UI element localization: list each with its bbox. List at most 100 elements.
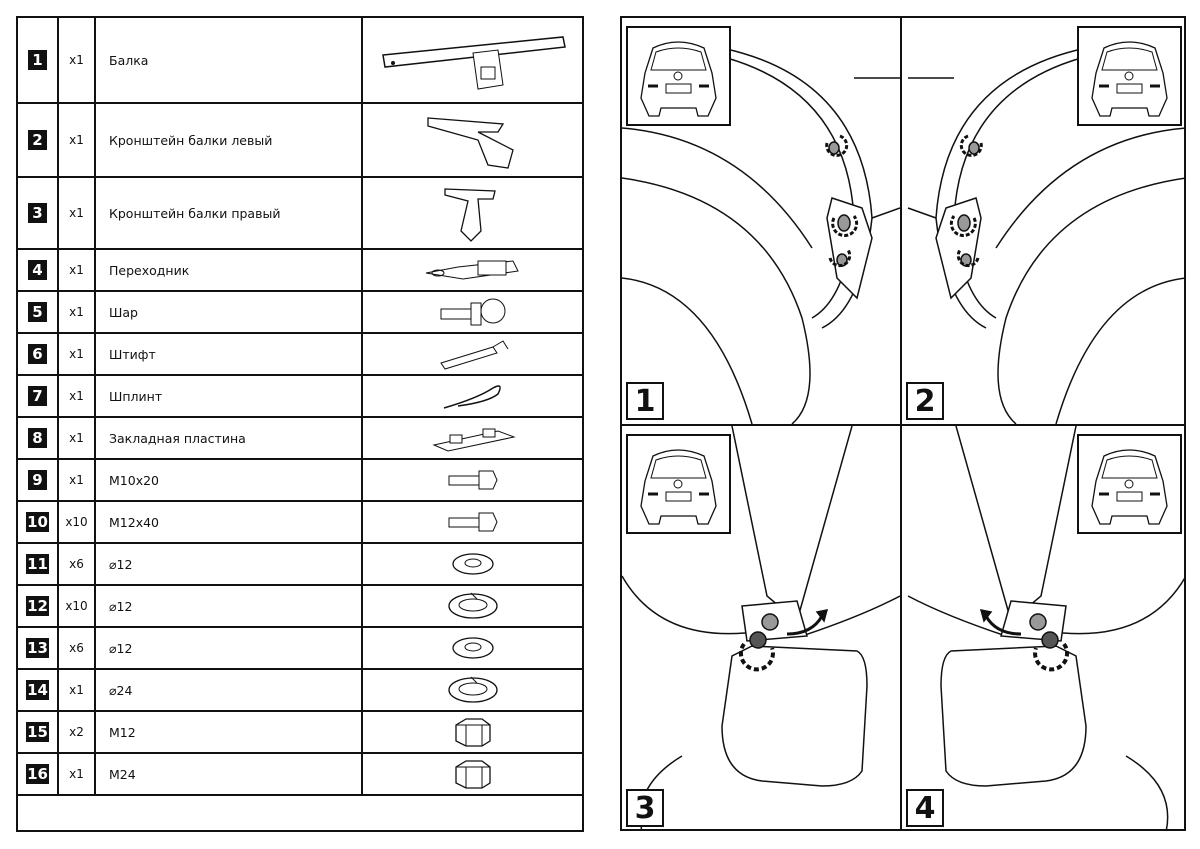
part-name: Шар	[96, 292, 363, 332]
part-name: M10x20	[96, 460, 363, 500]
part-number: 1	[28, 50, 47, 70]
part-number-cell: 8	[18, 418, 59, 458]
pin-icon	[363, 334, 582, 374]
part-quantity: x10	[59, 586, 96, 626]
washer-icon	[363, 544, 582, 584]
part-name: ⌀24	[96, 670, 363, 710]
part-number-cell: 1	[18, 18, 59, 102]
part-quantity: x1	[59, 460, 96, 500]
spring-washer-icon	[363, 586, 582, 626]
part-row: 15 x2 M12	[18, 712, 582, 754]
tow-ball-icon	[363, 292, 582, 332]
parts-table: 1 x1 Балка 2 x1 Кронштейн балки левый 3 …	[16, 16, 584, 832]
step-panel-2: 2	[902, 18, 1186, 424]
part-number-cell: 5	[18, 292, 59, 332]
part-name: ⌀12	[96, 586, 363, 626]
part-number-cell: 6	[18, 334, 59, 374]
part-row: 2 x1 Кронштейн балки левый	[18, 104, 582, 178]
part-number: 6	[28, 344, 47, 364]
part-number-cell: 16	[18, 754, 59, 794]
right-bracket-icon	[363, 178, 582, 248]
part-name: M12	[96, 712, 363, 752]
adapter-icon	[363, 250, 582, 290]
part-quantity: x1	[59, 250, 96, 290]
part-number: 14	[26, 680, 49, 700]
part-number-cell: 15	[18, 712, 59, 752]
part-number-cell: 2	[18, 104, 59, 176]
part-quantity: x2	[59, 712, 96, 752]
part-row: 16 x1 M24	[18, 754, 582, 796]
car-rear-view-inset	[626, 434, 731, 534]
car-rear-view-inset	[1077, 26, 1182, 126]
step-number: 1	[626, 382, 664, 420]
part-name: M12x40	[96, 502, 363, 542]
step-panel-1: 1	[622, 18, 900, 424]
part-number: 7	[28, 386, 47, 406]
cotter-pin-icon	[363, 376, 582, 416]
part-row: 11 x6 ⌀12	[18, 544, 582, 586]
plate-icon	[363, 418, 582, 458]
tow-beam-icon	[363, 18, 582, 102]
part-row: 4 x1 Переходник	[18, 250, 582, 292]
part-number-cell: 7	[18, 376, 59, 416]
nut-icon	[363, 712, 582, 752]
part-quantity: x1	[59, 754, 96, 794]
part-number: 2	[28, 130, 47, 150]
part-name: Штифт	[96, 334, 363, 374]
part-quantity: x6	[59, 628, 96, 668]
part-number: 9	[28, 470, 47, 490]
part-number: 4	[28, 260, 47, 280]
part-quantity: x1	[59, 334, 96, 374]
part-name: ⌀12	[96, 628, 363, 668]
part-quantity: x1	[59, 670, 96, 710]
part-quantity: x1	[59, 104, 96, 176]
part-number: 12	[26, 596, 49, 616]
part-number-cell: 12	[18, 586, 59, 626]
nut-icon	[363, 754, 582, 794]
part-number: 3	[28, 203, 47, 223]
part-name: Кронштейн балки левый	[96, 104, 363, 176]
part-number: 16	[26, 764, 49, 784]
part-number: 5	[28, 302, 47, 322]
part-name: Кронштейн балки правый	[96, 178, 363, 248]
part-number-cell: 4	[18, 250, 59, 290]
part-number: 8	[28, 428, 47, 448]
part-quantity: x6	[59, 544, 96, 584]
part-name: M24	[96, 754, 363, 794]
part-row: 6 x1 Штифт	[18, 334, 582, 376]
part-quantity: x1	[59, 18, 96, 102]
part-row: 7 x1 Шплинт	[18, 376, 582, 418]
part-number-cell: 3	[18, 178, 59, 248]
car-rear-view-inset	[1077, 434, 1182, 534]
part-name: Закладная пластина	[96, 418, 363, 458]
part-name: ⌀12	[96, 544, 363, 584]
washer-icon	[363, 628, 582, 668]
bolt-icon	[363, 502, 582, 542]
part-row: 10 x10 M12x40	[18, 502, 582, 544]
part-number-cell: 9	[18, 460, 59, 500]
spring-washer-icon	[363, 670, 582, 710]
part-name: Балка	[96, 18, 363, 102]
part-number-cell: 11	[18, 544, 59, 584]
part-number: 11	[26, 554, 49, 574]
part-row: 3 x1 Кронштейн балки правый	[18, 178, 582, 250]
part-name: Шплинт	[96, 376, 363, 416]
part-number-cell: 14	[18, 670, 59, 710]
part-number-cell: 10	[18, 502, 59, 542]
step-number: 2	[906, 382, 944, 420]
car-rear-view-inset	[626, 26, 731, 126]
part-row: 13 x6 ⌀12	[18, 628, 582, 670]
step-panel-3: 3	[622, 426, 900, 831]
step-number: 3	[626, 789, 664, 827]
part-row: 14 x1 ⌀24	[18, 670, 582, 712]
part-quantity: x10	[59, 502, 96, 542]
part-quantity: x1	[59, 178, 96, 248]
part-number: 13	[26, 638, 49, 658]
part-quantity: x1	[59, 376, 96, 416]
step-panel-4: 4	[902, 426, 1186, 831]
part-number: 15	[26, 722, 49, 742]
installation-steps: 1 2 3 4	[620, 16, 1186, 831]
step-number: 4	[906, 789, 944, 827]
part-number: 10	[26, 512, 49, 532]
part-quantity: x1	[59, 292, 96, 332]
